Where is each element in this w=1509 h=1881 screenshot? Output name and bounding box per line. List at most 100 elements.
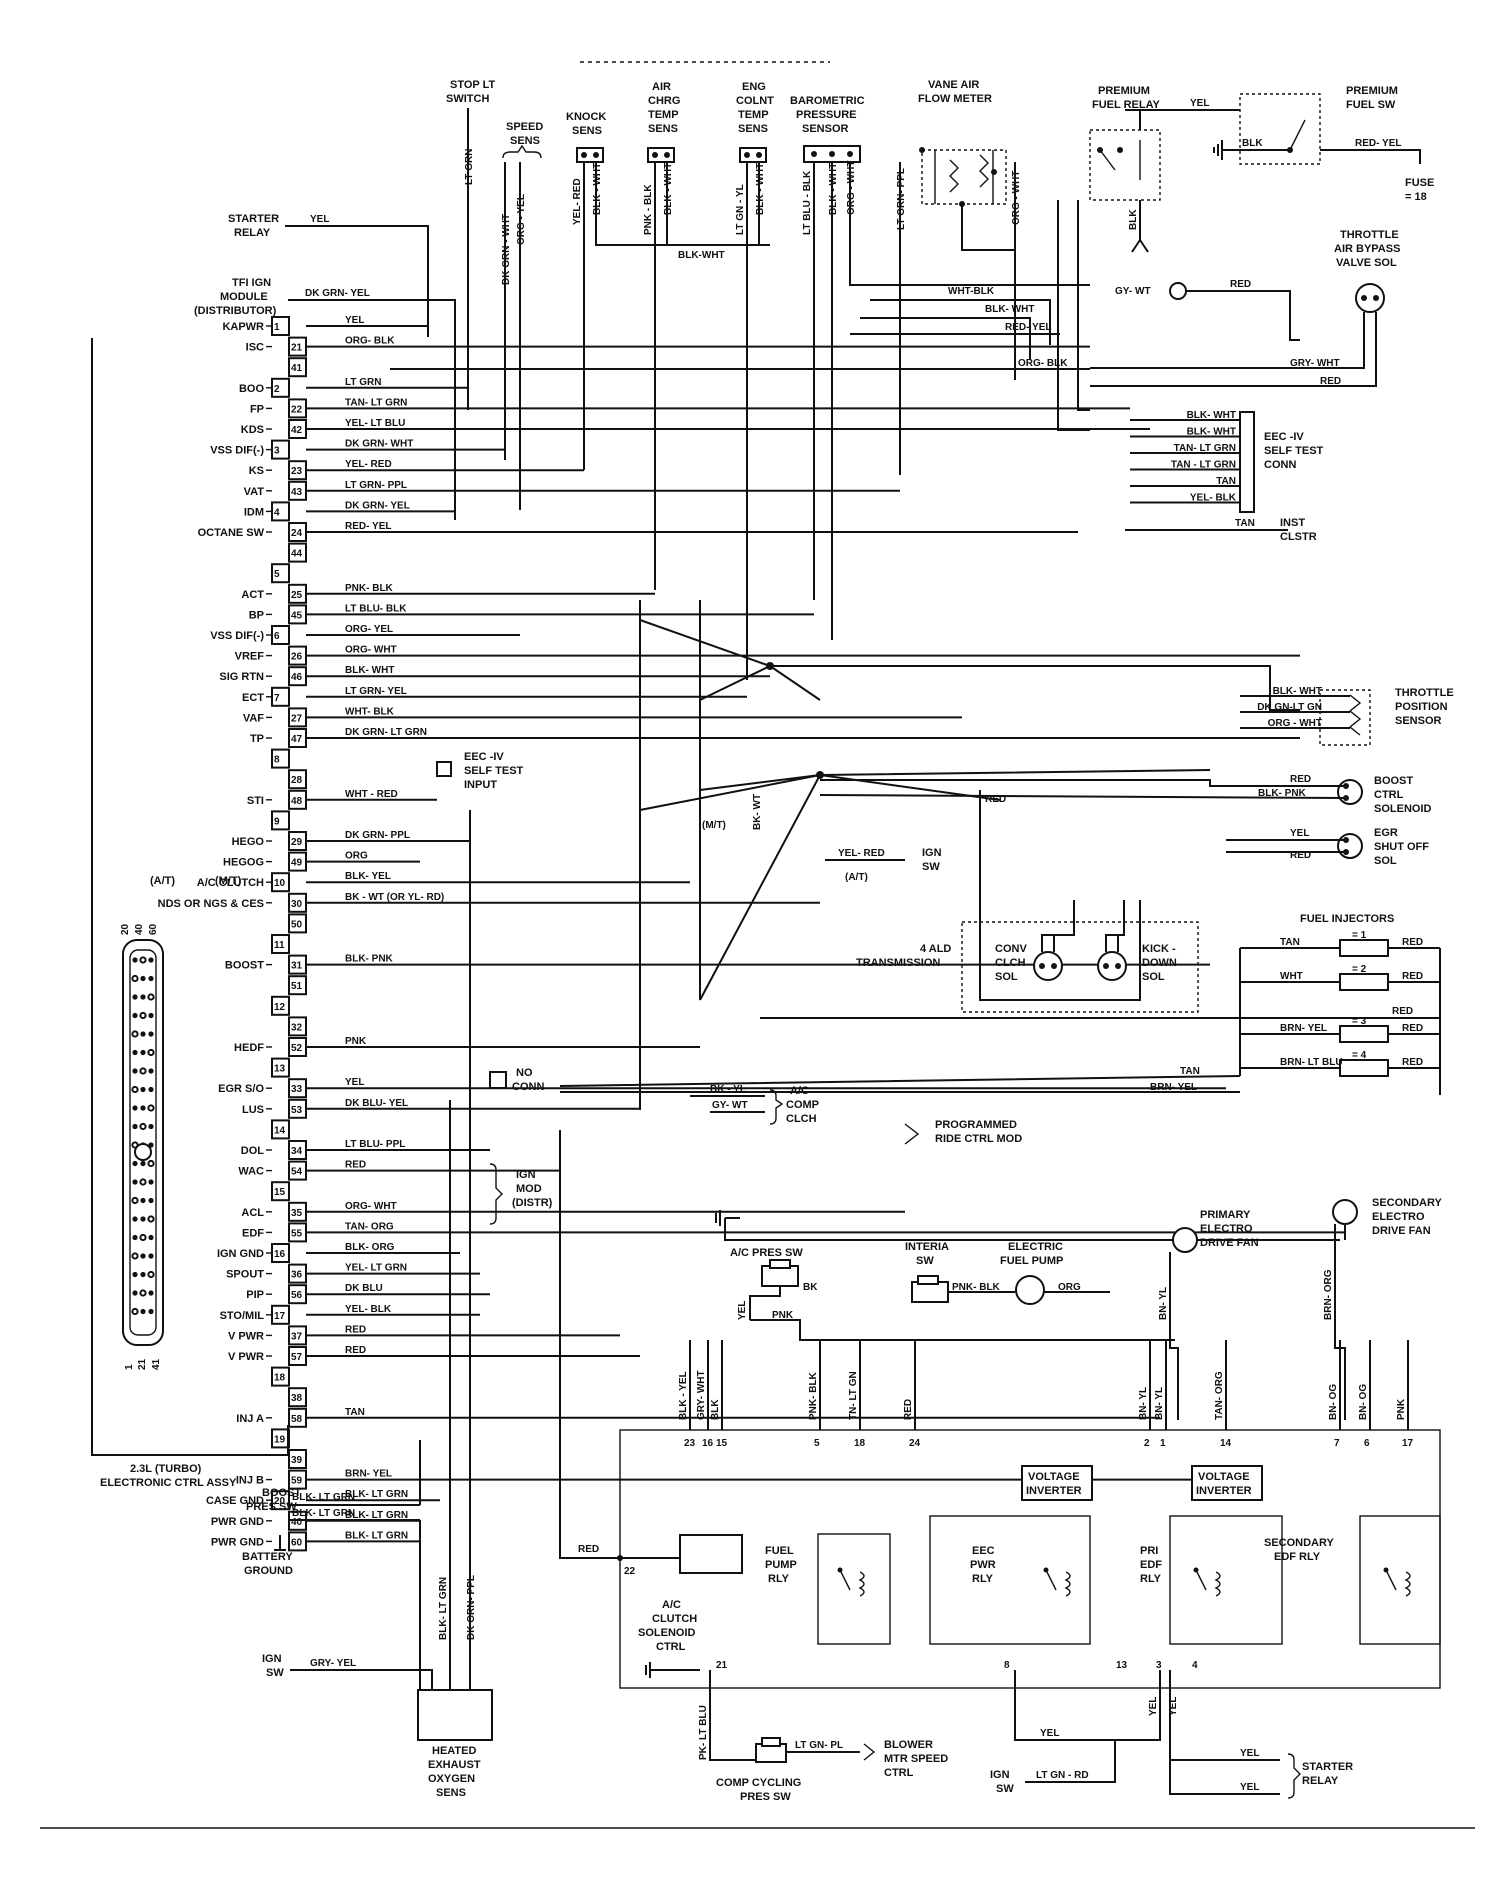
ign-mod-distr: IGN MOD (DISTR) — [489, 1163, 553, 1225]
svg-text:YEL- RED: YEL- RED — [838, 848, 885, 859]
wire-label-sigrtn: BLK- WHT — [345, 665, 394, 676]
module-pin: 17 — [1402, 1438, 1414, 1449]
svg-text:AIR BYPASS: AIR BYPASS — [1334, 243, 1400, 255]
right-labels: GY- WT RED WHT-BLK BLK- WHT RED- YEL ORG… — [390, 279, 1341, 387]
eec-conn-wire-label: YEL- BLK — [1190, 493, 1237, 504]
ecu-label-sti: STI — [247, 795, 264, 807]
wire-label-nds: BK - WT (OR YL- RD) — [345, 892, 444, 903]
ecu-label-nds: NDS OR NGS & CES — [158, 898, 264, 910]
svg-text:EEC -IV: EEC -IV — [1264, 431, 1304, 443]
ecu-label-boo: BOO — [239, 383, 265, 395]
svg-text:SPEED: SPEED — [506, 121, 543, 133]
svg-text:CLUTCH: CLUTCH — [652, 1613, 697, 1625]
svg-text:= 18: = 18 — [1405, 191, 1427, 203]
wire-label-isc: ORG- BLK — [345, 336, 395, 347]
svg-text:VANE AIR: VANE AIR — [928, 79, 979, 91]
wire-label-dol: LT BLU- PPL — [345, 1139, 405, 1150]
ecu-pin-12 — [271, 995, 290, 1016]
ecu-pin-28 — [288, 769, 307, 790]
svg-text:FUEL SW: FUEL SW — [1346, 99, 1396, 111]
wire-label-ect: LT GRN- YEL — [345, 686, 407, 697]
svg-text:PK- LT BLU: PK- LT BLU — [698, 1705, 709, 1760]
wire-label-hedf: PNK — [345, 1036, 367, 1047]
ecu-label-injb: INJ B — [236, 1475, 264, 1487]
svg-text:LT GN- PL: LT GN- PL — [795, 1740, 843, 1751]
svg-text:SECONDARY: SECONDARY — [1264, 1537, 1335, 1549]
vane-air-flow-meter: LT GRN- PPL VANE AIR FLOW METER ORG - WH… — [896, 79, 1022, 475]
ecu-label-2: ELECTRONIC CTRL ASSY — [100, 1477, 237, 1489]
ecu-pin-41 — [288, 357, 307, 378]
boost-ctrl-solenoid: RED BLK- PNK BOOST CTRL SOLENOID RED — [819, 774, 1432, 815]
ecu-label-octane: OCTANE SW — [198, 527, 265, 539]
svg-text:MOD: MOD — [516, 1183, 542, 1195]
egr-shut-off-sol: YEL RED EGR SHUT OFF SOL — [1226, 827, 1429, 867]
wire-label-vat: LT GRN- PPL — [345, 480, 407, 491]
ecu-pin-9 — [271, 810, 290, 831]
ecu-pin-number: 48 — [291, 796, 303, 807]
ecu-pin-number: 5 — [274, 569, 280, 580]
ecu-pin-number: 34 — [291, 1146, 303, 1157]
ecu-label-vat: VAT — [244, 486, 265, 498]
eec-conn-wire-label: TAN — [1216, 476, 1236, 487]
svg-text:SOL: SOL — [1142, 971, 1165, 983]
svg-text:VOLTAGE: VOLTAGE — [1028, 1471, 1080, 1483]
svg-text:13: 13 — [1116, 1660, 1128, 1671]
module-pin: 16 — [702, 1438, 714, 1449]
svg-text:RED: RED — [1290, 850, 1311, 861]
eec-conn-wire-label: TAN - LT GRN — [1171, 460, 1236, 471]
wire-label-boost: BLK- PNK — [345, 954, 394, 965]
ecu-label-dol: DOL — [241, 1145, 265, 1157]
ecu-pin-number: 2 — [274, 384, 280, 395]
svg-text:BK: BK — [803, 1282, 818, 1293]
svg-text:BLK- LT GRN: BLK- LT GRN — [292, 1492, 355, 1503]
ecu-label-act: ACT — [241, 589, 264, 601]
svg-text:BLK - WHT: BLK - WHT — [592, 163, 603, 215]
module-wire-label: PNK — [1396, 1398, 1407, 1420]
module-pin: 24 — [909, 1438, 921, 1449]
ecu-pin-number: 29 — [291, 837, 303, 848]
wire-label-hego: DK GRN- PPL — [345, 830, 410, 841]
ecu-pin-number: 4 — [274, 507, 280, 518]
ecu-pin-number: 39 — [291, 1455, 303, 1466]
throttle-air-bypass: THROTTLE AIR BYPASS VALVE SOL — [1090, 229, 1400, 387]
svg-text:KICK -: KICK - — [1142, 943, 1176, 955]
wire-label-wac: RED — [345, 1160, 366, 1171]
svg-text:YEL: YEL — [1190, 98, 1209, 109]
svg-text:A/C: A/C — [790, 1085, 809, 1097]
wire-label-acl: ORG- WHT — [345, 1201, 397, 1212]
eec-self-test-input: EEC -IV SELF TEST INPUT — [436, 751, 524, 791]
ecu-pin-13 — [271, 1057, 290, 1078]
ecu-pin-number: 55 — [291, 1228, 303, 1239]
stop-lt-switch: STOP LT SWITCH LT GRN — [446, 79, 496, 410]
wire-label-ks: YEL- RED — [345, 459, 392, 470]
module-pin: 14 — [1220, 1438, 1232, 1449]
svg-text:BRN- ORG: BRN- ORG — [1323, 1269, 1334, 1320]
ecu-pin-number: 46 — [291, 672, 303, 683]
svg-text:IGN: IGN — [990, 1769, 1010, 1781]
svg-text:BOOST: BOOST — [262, 1487, 301, 1499]
svg-text:RELAY: RELAY — [1302, 1775, 1339, 1787]
svg-text:COMP CYCLING: COMP CYCLING — [716, 1777, 801, 1789]
svg-text:BAROMETRIC: BAROMETRIC — [790, 95, 865, 107]
ecu-pin-number: 13 — [274, 1064, 286, 1075]
injector-number: = 1 — [1352, 930, 1367, 941]
ecu-pin-39 — [288, 1449, 307, 1469]
svg-text:FLOW METER: FLOW METER — [918, 93, 992, 105]
module-wire-label: TAN- ORG — [1214, 1371, 1225, 1420]
wire-label-spout: YEL- LT GRN — [345, 1263, 407, 1274]
svg-text:PRI: PRI — [1140, 1545, 1158, 1557]
ecu-pin-number: 44 — [291, 549, 303, 560]
programmed-ride-ctrl: PROGRAMMED RIDE CTRL MOD — [904, 1119, 1022, 1145]
svg-text:BLK- LT GRN: BLK- LT GRN — [438, 1577, 449, 1640]
ecu-label-bp: BP — [249, 609, 264, 621]
ecu-pin-number: 38 — [291, 1393, 303, 1404]
eec-conn-wire-label: BLK- WHT — [1187, 427, 1236, 438]
conn-num-21: 21 — [137, 1358, 148, 1370]
svg-text:SW: SW — [916, 1255, 934, 1267]
injector-tan-label: TAN — [1180, 1066, 1200, 1077]
svg-text:SOLENOID: SOLENOID — [1374, 803, 1432, 815]
svg-text:KNOCK: KNOCK — [566, 111, 606, 123]
ecu-pin-number: 58 — [291, 1414, 303, 1425]
